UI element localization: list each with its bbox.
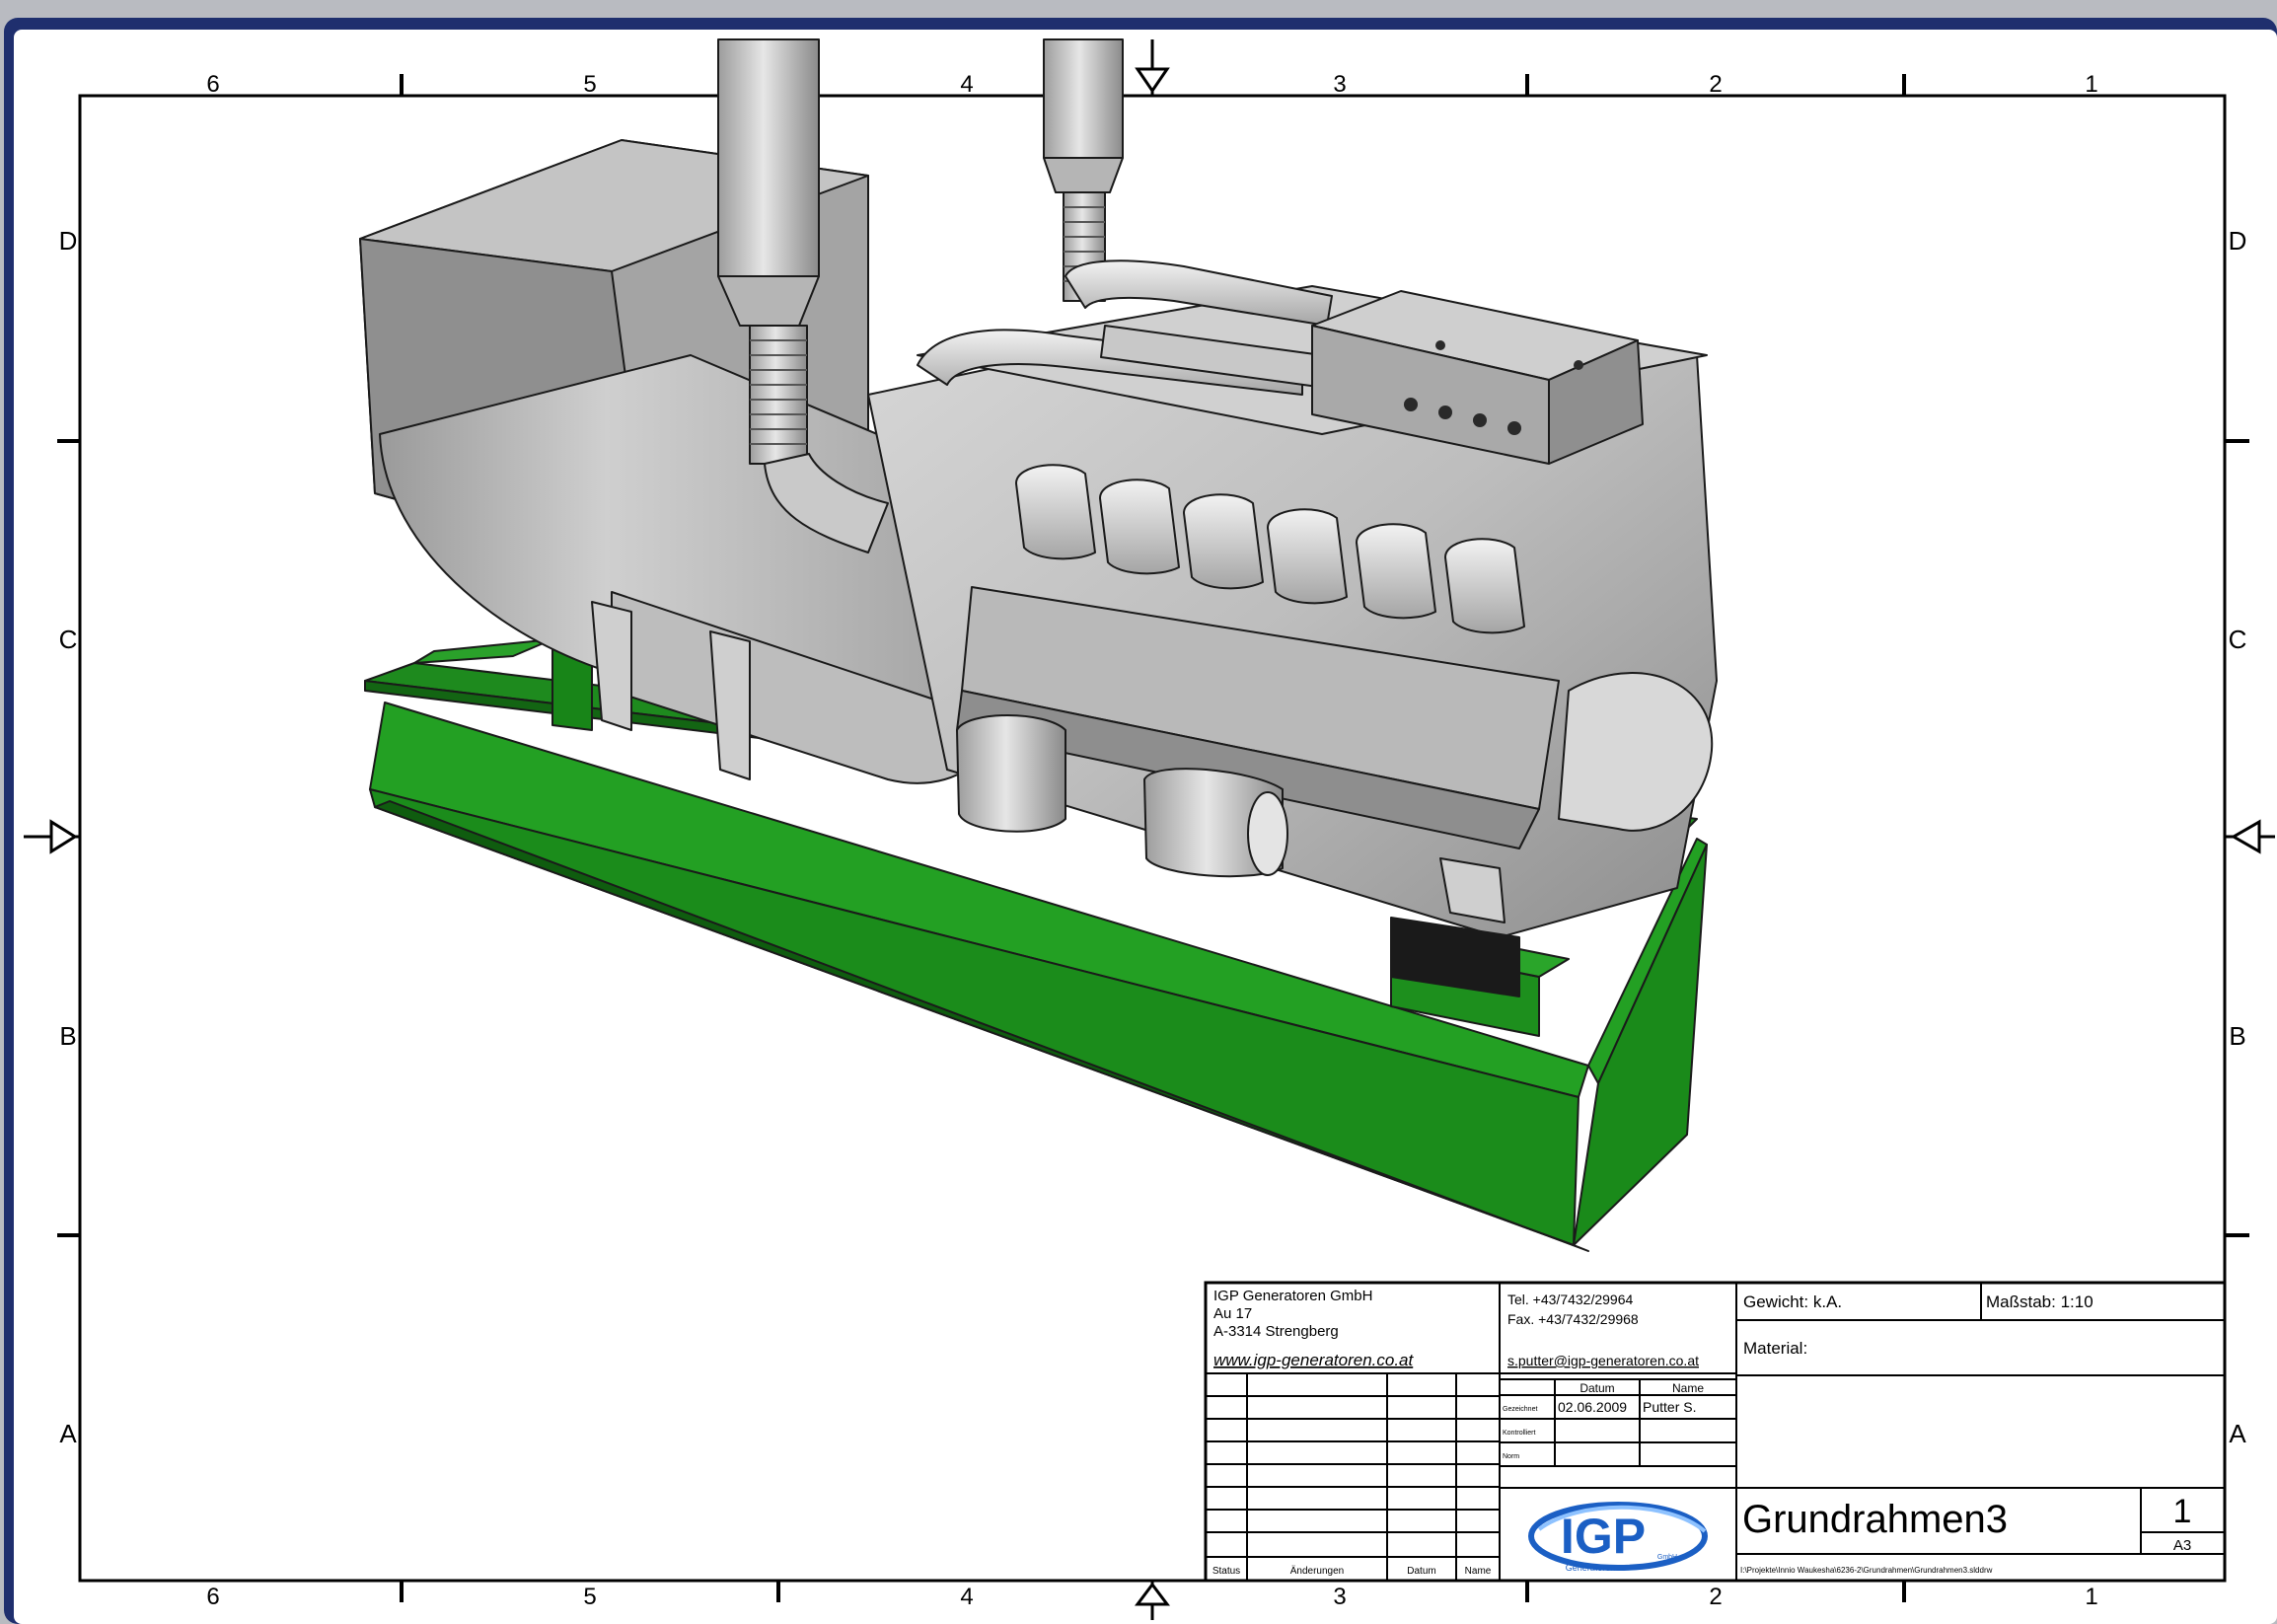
- zone-labels-top: 6 5 4 3 2 1: [206, 71, 2097, 98]
- zone-labels-right: D C B A: [2229, 226, 2247, 1448]
- centering-mark-left: [24, 819, 80, 854]
- contact-fax: Fax. +43/7432/29968: [1507, 1311, 1639, 1327]
- centering-mark-top: [1135, 39, 1170, 96]
- revision-status-header: Status: [1212, 1566, 1240, 1577]
- company-name: IGP Generatoren GmbH: [1213, 1288, 1372, 1304]
- zone-ticks-bottom: [400, 1581, 1906, 1602]
- zone-col-label: 6: [206, 1584, 219, 1610]
- title-block-frame: [1204, 1281, 2227, 1583]
- zone-row-label: A: [2229, 1419, 2246, 1448]
- centering-mark-right: [2225, 819, 2275, 854]
- row-label-gezeichnet: Gezeichnet: [1503, 1406, 1537, 1413]
- zone-labels-bottom: 6 5 4 3 2 1: [206, 1584, 2097, 1610]
- zone-labels-left: D C B A: [59, 226, 78, 1448]
- file-path: I:\Projekte\Innio Waukesha\6236-2\Grundr…: [1740, 1566, 1993, 1575]
- company-city: A-3314 Strengberg: [1213, 1323, 1339, 1340]
- company-street: Au 17: [1213, 1305, 1252, 1322]
- alternator: [359, 139, 988, 784]
- zone-row-label: D: [2229, 226, 2247, 256]
- contact-email-link[interactable]: s.putter@igp-generatoren.co.at: [1507, 1353, 1699, 1368]
- scale-field: Maßstab: 1:10: [1986, 1292, 2093, 1311]
- centering-mark-bottom: [1135, 1581, 1170, 1620]
- logo-text: IGP: [1561, 1509, 1646, 1564]
- material-field: Material:: [1743, 1339, 1807, 1358]
- zone-col-label: 2: [1709, 1584, 1722, 1610]
- drawing-title: Grundrahmen3: [1742, 1498, 2008, 1541]
- zone-row-label: D: [59, 226, 78, 256]
- valve-covers: [1015, 464, 1525, 634]
- title-block: IGP Generatoren GmbH Au 17 A-3314 Streng…: [1204, 1281, 2227, 1583]
- zone-col-label: 1: [2085, 71, 2097, 98]
- zone-row-label: C: [2229, 625, 2247, 654]
- zone-col-label: 1: [2085, 1584, 2097, 1610]
- drawn-date: 02.06.2009: [1558, 1399, 1627, 1415]
- date-col-header: Datum: [1579, 1381, 1614, 1395]
- drawn-by-name: Putter S.: [1643, 1399, 1696, 1415]
- engine-block: [867, 259, 1718, 997]
- row-label-kontrolliert: Kontrolliert: [1503, 1430, 1536, 1437]
- zone-col-label: 5: [583, 1584, 596, 1610]
- generator-set-model: [359, 38, 1718, 1252]
- zone-row-label: A: [59, 1419, 77, 1448]
- zone-col-label: 5: [583, 71, 596, 98]
- zone-row-label: C: [59, 625, 78, 654]
- name-col-header: Name: [1672, 1381, 1704, 1395]
- revision-name-header: Name: [1465, 1566, 1492, 1577]
- zone-ticks-right: [2225, 439, 2249, 1237]
- row-label-norm: Norm: [1503, 1453, 1519, 1460]
- weight-field: Gewicht: k.A.: [1743, 1292, 1842, 1311]
- sheet-format: A3: [2173, 1537, 2191, 1554]
- zone-col-label: 3: [1333, 1584, 1346, 1610]
- zone-ticks-left: [57, 439, 80, 1237]
- zone-col-label: 2: [1709, 71, 1722, 98]
- revision-date-header: Datum: [1407, 1566, 1435, 1577]
- zone-col-label: 4: [960, 71, 973, 98]
- sheet-number: 1: [2173, 1493, 2192, 1530]
- zone-col-label: 3: [1333, 71, 1346, 98]
- logo-gmbh: GmbH: [1657, 1554, 1677, 1561]
- zone-col-label: 6: [206, 71, 219, 98]
- revision-changes-header: Änderungen: [1290, 1565, 1345, 1577]
- logo-subtext: Generatoren: [1566, 1563, 1616, 1573]
- company-website-link[interactable]: www.igp-generatoren.co.at: [1213, 1351, 1415, 1369]
- zone-col-label: 4: [960, 1584, 973, 1610]
- zone-row-label: B: [2229, 1021, 2245, 1051]
- igp-logo: IGP Generatoren GmbH: [1528, 1502, 1708, 1573]
- exhaust-pipe-left: [717, 38, 889, 554]
- contact-tel: Tel. +43/7432/29964: [1507, 1292, 1633, 1307]
- zone-row-label: B: [59, 1021, 76, 1051]
